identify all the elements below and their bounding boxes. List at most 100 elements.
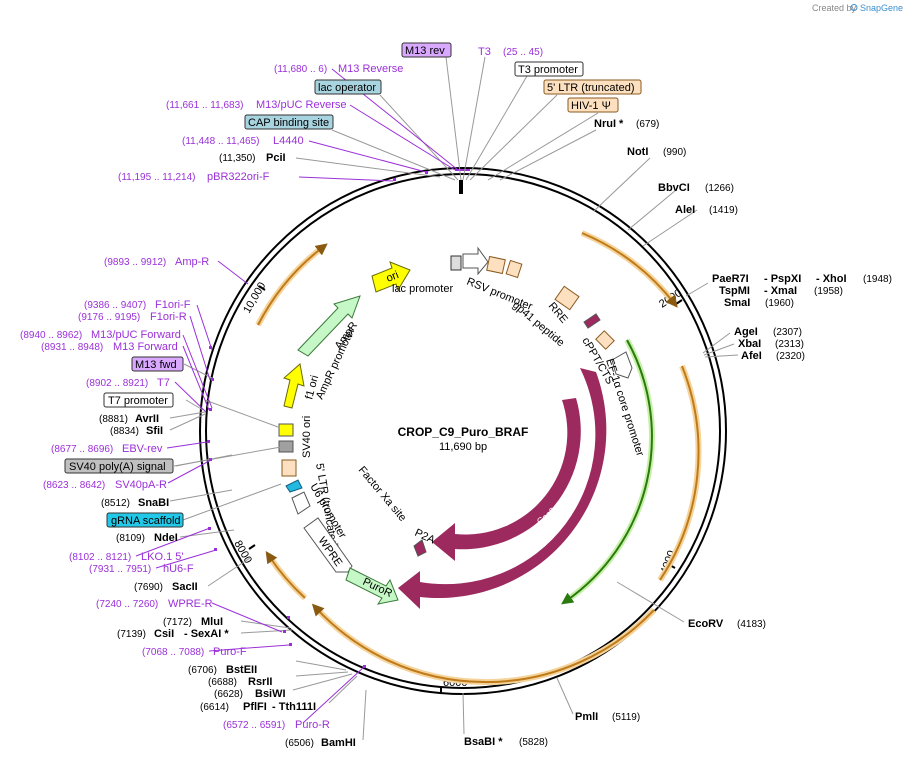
m13-rev-box[interactable]	[401, 42, 452, 58]
bbvci-label[interactable]: BbvCI	[658, 182, 690, 194]
puror-label: PuroR	[361, 576, 394, 600]
xbai-label[interactable]: XbaI	[738, 338, 761, 350]
smai-label[interactable]: SmaI	[724, 297, 750, 309]
sv40-ori-label: SV40 ori	[301, 416, 313, 458]
ori-feature[interactable]	[371, 261, 411, 293]
l4440-label[interactable]: L4440	[273, 135, 304, 147]
sv40-polya-feature[interactable]	[278, 440, 294, 453]
tspmi-label[interactable]: TspMI	[719, 285, 750, 297]
lac-operator-feature[interactable]	[450, 255, 462, 271]
sv40par-label[interactable]: SV40pA-R	[115, 479, 167, 491]
sv40-ori-feature[interactable]	[278, 423, 294, 437]
hu6-label[interactable]: hU6-F	[163, 563, 194, 575]
m13puc-rev-label[interactable]: M13/pUC Reverse	[256, 99, 346, 111]
t7-label[interactable]: T7	[157, 377, 170, 389]
primer-site-markers	[207, 171, 428, 668]
nrui-label[interactable]: NruI *	[594, 118, 624, 130]
xmai-label[interactable]: - XmaI	[764, 285, 797, 297]
leader-lines-gray	[169, 56, 739, 741]
paer7i-label[interactable]: PaeR7I	[712, 273, 749, 285]
rsrii-pos: (6688)	[208, 677, 237, 688]
f1-ori-feature[interactable]	[283, 363, 305, 409]
f1orif-label[interactable]: F1ori-F	[155, 299, 191, 311]
ecorv-label[interactable]: EcoRV	[688, 618, 724, 630]
bsiwi-label[interactable]: BsiWI	[255, 688, 286, 700]
created-by-text: Created by	[812, 3, 857, 13]
afei-label[interactable]: AfeI	[741, 350, 762, 362]
rsrii-label[interactable]: RsrII	[248, 676, 272, 688]
pspxi-label[interactable]: - PspXI	[764, 273, 801, 285]
avrii-label[interactable]: AvrII	[135, 413, 159, 425]
agei-label[interactable]: AgeI	[734, 326, 758, 338]
t3-label[interactable]: T3	[478, 46, 491, 58]
ampr-primer-label[interactable]: Amp-R	[175, 256, 209, 268]
m13-fwd-box[interactable]	[131, 356, 184, 372]
bamhi-label[interactable]: BamHI	[321, 737, 356, 749]
sacii-label[interactable]: SacII	[172, 581, 198, 593]
m13pucf-label[interactable]: M13/pUC Forward	[91, 329, 181, 341]
leader-lines-purple	[135, 68, 459, 724]
t3-range: (25 .. 45)	[503, 47, 543, 58]
pcii-label[interactable]: PciI	[266, 152, 286, 164]
bsabi-label[interactable]: BsaBI *	[464, 736, 503, 748]
tth111i-label[interactable]: - Tth111I	[272, 701, 316, 713]
purof-range: (7068 .. 7088)	[142, 647, 204, 658]
grna-scaffold-feature[interactable]	[285, 479, 303, 493]
orange-arcs-halo	[255, 230, 702, 686]
plasmid-name: CROP_C9_Puro_BRAF	[398, 425, 529, 439]
pflfi-label[interactable]: PflFI	[243, 701, 267, 713]
hiv-psi-box[interactable]	[567, 97, 619, 113]
wprer-label[interactable]: WPRE-R	[168, 598, 213, 610]
sfii-label[interactable]: SfiI	[146, 425, 163, 437]
lac-operator-label: lac operator	[318, 82, 376, 94]
snabi-label[interactable]: SnaBI	[138, 497, 169, 509]
rsv-promoter-feature[interactable]	[486, 255, 506, 275]
lko-label[interactable]: LKO.1 5'	[141, 551, 183, 563]
ltr5-trunc-feature[interactable]	[281, 459, 297, 477]
pmli-label[interactable]: PmlI	[575, 711, 598, 723]
cap-binding-box[interactable]	[244, 114, 334, 130]
l4440-range: (11,448 .. 11,465)	[182, 136, 259, 147]
pbr322-label[interactable]: pBR322ori-F	[207, 171, 270, 183]
m13-reverse-label[interactable]: M13 Reverse	[338, 63, 403, 75]
purof-label[interactable]: Puro-F	[213, 646, 247, 658]
lac-operator-box[interactable]	[314, 79, 382, 95]
xhoi-label[interactable]: - XhoI	[816, 273, 847, 285]
ltr5-trunc-box[interactable]	[543, 79, 642, 95]
gp41-feature[interactable]	[583, 313, 601, 329]
cas9-arrow-outer[interactable]	[398, 368, 607, 609]
sv40-polya-box[interactable]	[64, 458, 174, 474]
bsteii-label[interactable]: BstEII	[226, 664, 257, 676]
puror-feature[interactable]	[345, 567, 399, 605]
m13-reverse-range: (11,680 .. 6)	[274, 64, 327, 75]
t3-promoter-box[interactable]	[514, 61, 584, 77]
m13f-label[interactable]: M13 Forward	[113, 341, 178, 353]
t7-promoter-box[interactable]	[103, 392, 174, 408]
cppt-feature[interactable]	[595, 330, 615, 350]
agei-pos: (2307)	[773, 327, 802, 338]
rre-feature[interactable]	[554, 285, 580, 311]
ampr-feature[interactable]	[297, 295, 361, 357]
u6-promoter-feature[interactable]	[291, 491, 311, 515]
alei-label[interactable]: AleI	[675, 204, 695, 216]
ndei-label[interactable]: NdeI	[154, 532, 178, 544]
p2a-feature[interactable]	[413, 539, 427, 557]
mlui-label[interactable]: MluI	[201, 616, 223, 628]
puror-primer-label[interactable]: Puro-R	[295, 719, 330, 731]
avrii-pos: (8881)	[99, 414, 128, 425]
mlui-pos: (7172)	[163, 617, 192, 628]
f1orir-label[interactable]: F1ori-R	[150, 311, 187, 323]
ef1a-feature[interactable]	[611, 351, 633, 379]
sexai-label[interactable]: - SexAI *	[184, 628, 229, 640]
noti-pos: (990)	[663, 147, 686, 158]
lac-promoter-feature[interactable]	[462, 246, 489, 276]
ebv-label[interactable]: EBV-rev	[122, 443, 163, 455]
csii-label[interactable]: CsiI	[154, 628, 174, 640]
pmli-pos: (5119)	[612, 712, 640, 723]
grna-scaffold-box[interactable]	[106, 512, 184, 528]
cas9-arrow-inner[interactable]	[432, 398, 581, 561]
lko-range: (8102 .. 8121)	[69, 552, 131, 563]
noti-label[interactable]: NotI	[627, 146, 648, 158]
hiv-psi-feature[interactable]	[505, 259, 523, 279]
f1orif-range: (9386 .. 9407)	[84, 300, 146, 311]
